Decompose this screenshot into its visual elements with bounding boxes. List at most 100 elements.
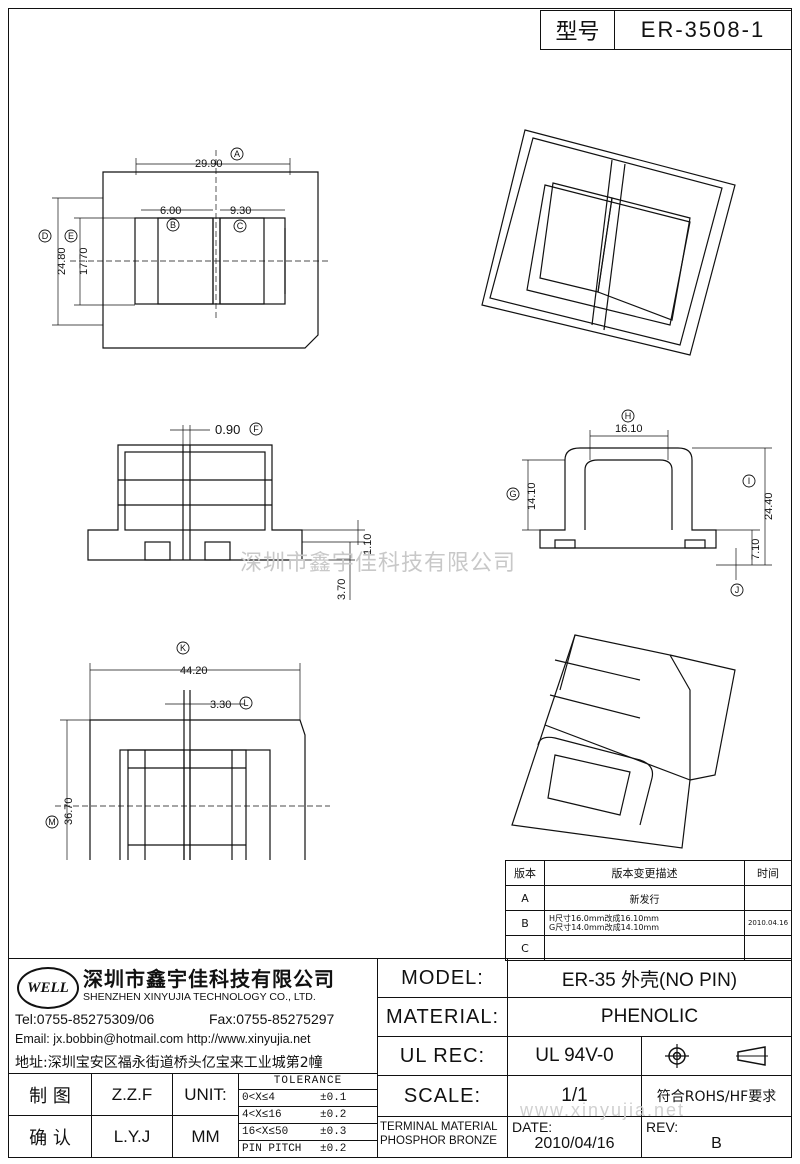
tolerance-range: 16<X≤50 bbox=[242, 1126, 289, 1138]
tolerance-title: TOLERANCE bbox=[239, 1074, 377, 1090]
dim-A-value: 29.90 bbox=[195, 158, 223, 170]
dim-label-G: G bbox=[509, 489, 516, 499]
draw-label: 制 图 bbox=[8, 1073, 92, 1116]
date-label: DATE: bbox=[512, 1119, 553, 1135]
crosshair-symbol-icon bbox=[665, 1044, 690, 1068]
rev-desc-line: G尺寸14.0mm改成14.10mm bbox=[549, 923, 660, 932]
company-email: Email: jx.bobbin@hotmail.com http://www.… bbox=[15, 1032, 311, 1046]
dim-label-J: J bbox=[735, 585, 740, 595]
tolerance-value: ±0.3 bbox=[320, 1126, 347, 1138]
rev-row-date bbox=[744, 935, 792, 961]
dim-side-a-value: 1.10 bbox=[362, 534, 374, 555]
dim-side-b-value: 3.70 bbox=[336, 579, 348, 600]
date-value: 2010/04/16 bbox=[534, 1135, 615, 1152]
dim-B-value: 6.00 bbox=[160, 205, 181, 217]
tolerance-range: 4<X≤16 bbox=[242, 1109, 282, 1121]
rev-row-desc bbox=[544, 935, 745, 961]
watermark-url: www.xinyujia.net bbox=[520, 1100, 686, 1120]
dim-D-value: 24.80 bbox=[56, 247, 68, 275]
tolerance-value: ±0.2 bbox=[320, 1109, 347, 1121]
dim-I-value: 24.40 bbox=[763, 492, 775, 520]
technical-drawings: 29.90 6.00 9.30 24.80 17.70 0.90 16.10 2… bbox=[38, 129, 775, 860]
top-view bbox=[52, 150, 330, 349]
company-address: 地址:深圳宝安区福永街道桥头亿宝来工业城第2幢 bbox=[15, 1055, 323, 1071]
tolerance-row: 0<X≤4 ±0.1 bbox=[239, 1090, 377, 1107]
company-name-cn: 深圳市鑫宇佳科技有限公司 bbox=[83, 967, 335, 991]
side-view bbox=[522, 430, 772, 580]
check-label: 确 认 bbox=[8, 1115, 92, 1158]
ulrec-value: UL 94V-0 bbox=[507, 1036, 642, 1076]
dim-label-B: B bbox=[170, 220, 176, 230]
header-model-label: 型号 bbox=[540, 10, 615, 50]
dim-label-K: K bbox=[180, 643, 186, 653]
dim-F-value: 0.90 bbox=[215, 422, 240, 437]
projection-cone-icon bbox=[735, 1046, 768, 1066]
dim-M-value: 36.70 bbox=[63, 797, 75, 825]
date-cell: DATE: 2010/04/16 bbox=[507, 1116, 642, 1158]
scale-label: SCALE: bbox=[377, 1075, 508, 1117]
projection-symbols bbox=[641, 1036, 792, 1076]
material-label: MATERIAL: bbox=[377, 997, 508, 1037]
dim-K-value: 44.20 bbox=[180, 665, 208, 677]
ulrec-label: UL REC: bbox=[377, 1036, 508, 1076]
dim-C-value: 9.30 bbox=[230, 205, 251, 217]
dim-label-E: E bbox=[68, 231, 74, 241]
tolerance-row: 16<X≤50 ±0.3 bbox=[239, 1124, 377, 1141]
revision-table: 版本 版本变更描述 时间 A 新发行 B H尺寸16.0mm改成16.10mm … bbox=[505, 860, 792, 961]
dim-label-M: M bbox=[48, 817, 56, 827]
dim-label-C: C bbox=[237, 221, 244, 231]
check-value: L.Y.J bbox=[91, 1115, 173, 1158]
tolerance-value: ±0.2 bbox=[320, 1143, 347, 1155]
dim-L-value: 3.30 bbox=[210, 699, 231, 711]
well-logo-icon: WELL bbox=[17, 967, 79, 1009]
rev-row-ver: A bbox=[505, 885, 545, 911]
model-value: ER-35 外壳(NO PIN) bbox=[507, 958, 792, 998]
front-view bbox=[87, 425, 365, 600]
tolerance-table: TOLERANCE 0<X≤4 ±0.1 4<X≤16 ±0.2 16<X≤50… bbox=[238, 1073, 378, 1158]
company-name-en: SHENZHEN XINYUJIA TECHNOLOGY CO., LTD. bbox=[83, 991, 316, 1003]
rev-row-date: 2010.04.16 bbox=[744, 910, 792, 936]
iso-view-bottom bbox=[511, 634, 736, 849]
header-model-value: ER-3508-1 bbox=[614, 10, 792, 50]
rev-row-ver: B bbox=[505, 910, 545, 936]
tolerance-value: ±0.1 bbox=[320, 1092, 347, 1104]
rev-header-desc: 版本变更描述 bbox=[544, 860, 745, 886]
rev-row-ver: C bbox=[505, 935, 545, 961]
dim-G-value: 14.10 bbox=[526, 482, 538, 510]
dim-J-value: 7.10 bbox=[750, 539, 762, 560]
rev-row-desc: 新发行 bbox=[544, 885, 745, 911]
dim-label-H: H bbox=[625, 411, 632, 421]
tolerance-range: PIN PITCH bbox=[242, 1143, 302, 1155]
rev-desc-line: H尺寸16.0mm改成16.10mm bbox=[549, 914, 659, 923]
tolerance-row: 4<X≤16 ±0.2 bbox=[239, 1107, 377, 1124]
dim-H-value: 16.10 bbox=[615, 423, 643, 435]
iso-view-top bbox=[481, 129, 736, 356]
unit-label: UNIT: bbox=[172, 1073, 239, 1116]
terminal-material-label: TERMINAL MATERIAL bbox=[380, 1121, 498, 1133]
phosphor-label: PHOSPHOR BRONZE bbox=[380, 1135, 497, 1147]
rev-value: B bbox=[711, 1135, 722, 1152]
dim-label-F: F bbox=[253, 424, 259, 434]
rev-header-version: 版本 bbox=[505, 860, 545, 886]
terminal-material-cell: TERMINAL MATERIAL PHOSPHOR BRONZE bbox=[377, 1116, 508, 1158]
company-block: WELL 深圳市鑫宇佳科技有限公司 SHENZHEN XINYUJIA TECH… bbox=[8, 958, 378, 1074]
dim-E-value: 17.70 bbox=[78, 247, 90, 275]
rev-row-desc: H尺寸16.0mm改成16.10mm G尺寸14.0mm改成14.10mm bbox=[544, 910, 745, 936]
material-value: PHENOLIC bbox=[507, 997, 792, 1037]
rev-header-date: 时间 bbox=[744, 860, 792, 886]
dim-label-A: A bbox=[234, 149, 240, 159]
rev-row-date bbox=[744, 885, 792, 911]
bottom-view bbox=[55, 663, 330, 860]
tolerance-row: PIN PITCH ±0.2 bbox=[239, 1141, 377, 1157]
rev-cell: REV: B bbox=[641, 1116, 792, 1158]
tolerance-range: 0<X≤4 bbox=[242, 1092, 276, 1104]
dim-label-D: D bbox=[42, 231, 49, 241]
unit-value: MM bbox=[172, 1115, 239, 1158]
rev-label: REV: bbox=[646, 1119, 679, 1135]
watermark-company: 深圳市鑫宇佳科技有限公司 bbox=[240, 551, 517, 576]
draw-value: Z.Z.F bbox=[91, 1073, 173, 1116]
dim-label-L: L bbox=[243, 698, 248, 708]
model-label: MODEL: bbox=[377, 958, 508, 998]
company-fax: Fax:0755-85275297 bbox=[209, 1011, 335, 1027]
dim-label-I: I bbox=[748, 476, 751, 486]
